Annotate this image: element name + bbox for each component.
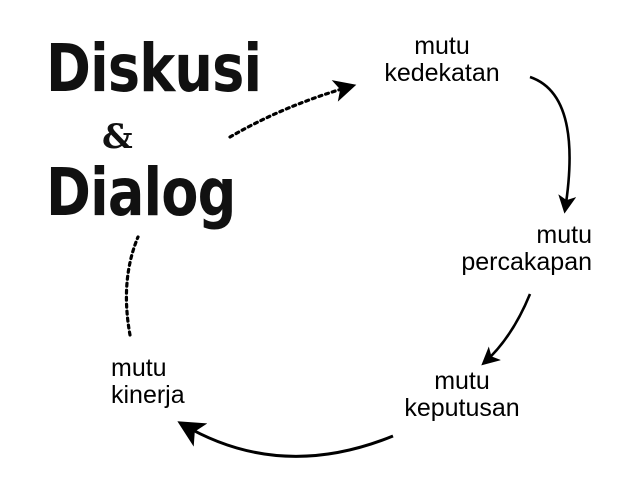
arrow-kedekatan-to-percakapan [529, 75, 577, 214]
node-keputusan-line1: mutu [434, 367, 490, 395]
title-ampersand: & [102, 117, 133, 157]
arrow-keputusan-to-kinerja [177, 421, 394, 458]
node-mutu-kedekatan: mutu kedekatan [372, 33, 512, 87]
node-percakapan-line2: percakapan [461, 248, 592, 276]
dotted-line-kinerja-to-title [124, 235, 140, 337]
node-kinerja-line1: mutu [111, 354, 167, 382]
node-mutu-percakapan: mutu percakapan [432, 222, 592, 276]
title-word-diskusi: Diskusi [46, 30, 262, 107]
dotted-arrow-title-to-kedekatan [228, 80, 357, 139]
node-kedekatan-line2: kedekatan [384, 59, 500, 87]
node-mutu-keputusan: mutu keputusan [392, 368, 532, 422]
node-mutu-kinerja: mutu kinerja [111, 355, 211, 409]
arrow-percakapan-to-keputusan [481, 293, 532, 366]
title-word-dialog: Dialog [46, 154, 236, 231]
node-percakapan-line1: mutu [536, 221, 592, 249]
node-kedekatan-line1: mutu [414, 32, 470, 60]
title-block: Diskusi & Dialog [46, 30, 286, 240]
node-keputusan-line2: keputusan [404, 394, 520, 422]
node-kinerja-line2: kinerja [111, 381, 185, 409]
